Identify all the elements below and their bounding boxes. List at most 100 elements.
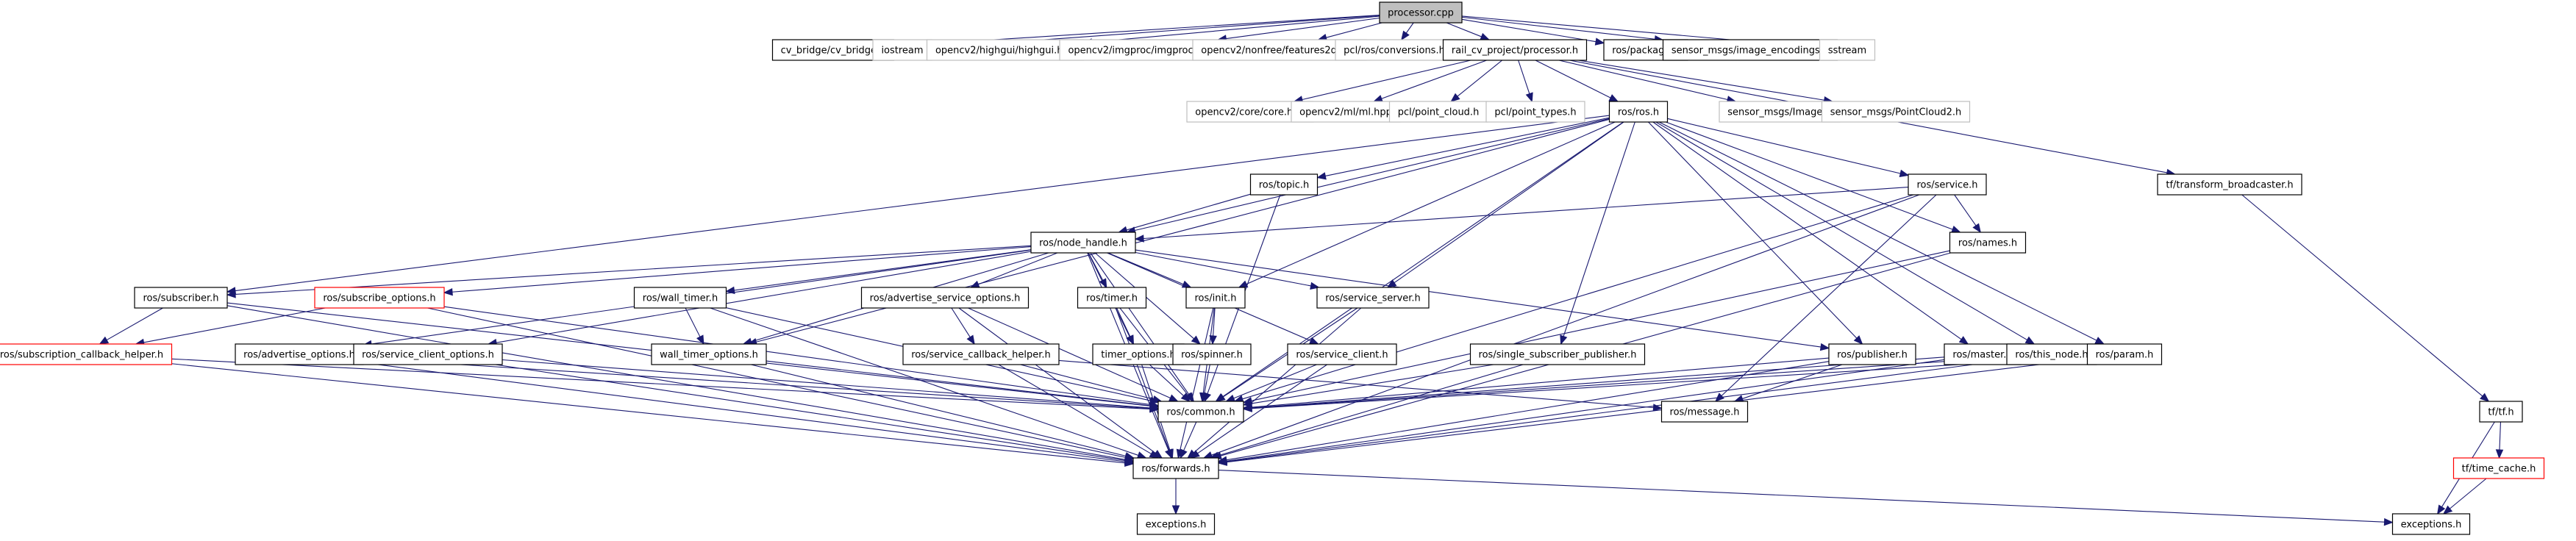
graph-node-sm-image[interactable]: sensor_msgs/Image.h	[1719, 101, 1841, 123]
node-label: ros/param.h	[2096, 350, 2154, 361]
edge-tf-h-to-time-cache	[2495, 421, 2504, 459]
edge-service-to-names	[1954, 194, 1982, 234]
graph-node-init[interactable]: ros/init.h	[1185, 287, 1246, 309]
graph-node-adv-srv-opts[interactable]: ros/advertise_service_options.h	[860, 287, 1030, 309]
node-box	[1132, 457, 1219, 479]
nodes-layer: processor.cppcv_bridge/cv_bridge.hiostre…	[0, 1, 2545, 535]
node-box	[1442, 39, 1588, 61]
edge-srv-client-opts-to-common	[502, 359, 1160, 412]
node-box	[1660, 401, 1749, 423]
arrowhead-icon	[1225, 394, 1236, 402]
node-label: opencv2/highgui/highgui.hpp	[935, 46, 1075, 57]
graph-node-srv-server[interactable]: ros/service_server.h	[1316, 287, 1430, 309]
node-box	[1030, 232, 1136, 254]
node-label: ros/topic.h	[1259, 180, 1310, 191]
arrowhead-icon	[1166, 448, 1174, 459]
edge-service-to-forwards	[1202, 194, 1920, 459]
graph-node-tf-bcast[interactable]: tf/transform_broadcaster.h	[2157, 173, 2302, 196]
edge-srv-client-opts-to-forwards	[495, 364, 1135, 465]
edge-processor-cpp-to-package	[1461, 18, 1605, 46]
graph-node-spinner[interactable]: ros/spinner.h	[1172, 343, 1252, 365]
arrowhead-icon	[226, 290, 236, 298]
graph-node-ros-h[interactable]: ros/ros.h	[1608, 101, 1669, 123]
graph-node-service[interactable]: ros/service.h	[1908, 173, 1987, 196]
graph-node-topic[interactable]: ros/topic.h	[1249, 173, 1319, 196]
graph-node-time-cache[interactable]: tf/time_cache.h	[2452, 457, 2545, 479]
edge-topic-to-node-handle	[1118, 193, 1251, 234]
graph-node-srv-cb-helper[interactable]: ros/service_callback_helper.h	[902, 343, 1060, 365]
node-label: sensor_msgs/PointCloud2.h	[1830, 107, 1961, 118]
arrowhead-icon	[1209, 335, 1217, 345]
graph-node-message[interactable]: ros/message.h	[1660, 401, 1749, 423]
edge-ros-h-to-wall-timer-opts	[747, 118, 1610, 346]
graph-node-this-node[interactable]: ros/this_node.h	[2006, 343, 2097, 365]
edge-ros-h-to-init	[1238, 121, 1616, 288]
node-label: pcl/ros/conversions.h	[1344, 46, 1445, 57]
graph-node-sub-opts[interactable]: ros/subscribe_options.h	[314, 287, 445, 309]
edge-srv-cb-helper-to-common	[1020, 364, 1163, 404]
node-label: timer_options.h	[1101, 350, 1175, 361]
graph-node-pcl-conv[interactable]: pcl/ros/conversions.h	[1335, 39, 1454, 61]
graph-node-subscriber[interactable]: ros/subscriber.h	[134, 287, 228, 309]
graph-node-timer[interactable]: ros/timer.h	[1077, 287, 1147, 309]
edge-forwards-to-exceptions-tf	[1218, 470, 2394, 526]
node-label: ros/publisher.h	[1837, 350, 1908, 361]
node-label: ros/subscriber.h	[143, 293, 218, 304]
graph-node-param[interactable]: ros/param.h	[2086, 343, 2163, 365]
graph-node-wall-timer[interactable]: ros/wall_timer.h	[633, 287, 727, 309]
node-label: pcl/point_types.h	[1494, 107, 1576, 118]
edge-common-to-forwards	[1180, 421, 1197, 459]
graph-node-point-cloud[interactable]: pcl/point_cloud.h	[1388, 101, 1488, 123]
graph-node-timer-opts[interactable]: timer_options.h	[1092, 343, 1185, 365]
graph-node-srv-client-opts[interactable]: ros/service_client_options.h	[353, 343, 503, 365]
graph-node-adv-opts[interactable]: ros/advertise_options.h	[235, 343, 364, 365]
graph-node-exceptions-tf[interactable]: exceptions.h	[2391, 513, 2471, 535]
node-box	[0, 343, 173, 365]
node-box	[1908, 173, 1987, 196]
node-label: ros/single_subscriber_publisher.h	[1479, 350, 1637, 361]
node-box	[1828, 343, 1916, 365]
graph-node-sub-cb-helper[interactable]: ros/subscription_callback_helper.h	[0, 343, 173, 365]
arrowhead-icon	[1899, 169, 1910, 177]
node-label: ros/names.h	[1958, 238, 2017, 249]
graph-node-common[interactable]: ros/common.h	[1157, 401, 1244, 423]
graph-node-point-types[interactable]: pcl/point_types.h	[1485, 101, 1585, 123]
edge-service-to-node-handle	[1134, 187, 1909, 243]
graph-node-forwards[interactable]: ros/forwards.h	[1132, 457, 1219, 479]
edge-timer-opts-to-forwards	[1141, 364, 1174, 459]
graph-node-sm-pc2[interactable]: sensor_msgs/PointCloud2.h	[1821, 101, 1971, 123]
graph-node-tf-h[interactable]: tf/tf.h	[2479, 401, 2523, 423]
arrowhead-icon	[1958, 336, 1969, 345]
graph-node-processor-cpp[interactable]: processor.cpp	[1379, 1, 1463, 24]
graph-node-publisher[interactable]: ros/publisher.h	[1828, 343, 1916, 365]
graph-node-iostream[interactable]: iostream	[872, 39, 932, 61]
edge-spinner-to-common	[1200, 364, 1210, 403]
node-box	[1379, 1, 1463, 24]
node-label: ros/service_callback_helper.h	[911, 350, 1051, 361]
node-box	[1077, 287, 1147, 309]
graph-node-srv-client[interactable]: ros/service_client.h	[1287, 343, 1397, 365]
graph-node-ml[interactable]: opencv2/ml/ml.hpp	[1291, 101, 1401, 123]
graph-node-processor-h[interactable]: rail_cv_project/processor.h	[1442, 39, 1588, 61]
arrowhead-icon	[1217, 458, 1228, 466]
graph-node-img-enc[interactable]: sensor_msgs/image_encodings.h	[1662, 39, 1838, 61]
graph-node-sstream[interactable]: sstream	[1819, 39, 1876, 61]
graph-node-names[interactable]: ros/names.h	[1949, 232, 2027, 254]
graph-node-single-sub-pub[interactable]: ros/single_subscriber_publisher.h	[1469, 343, 1646, 365]
graph-node-exceptions-ros[interactable]: exceptions.h	[1136, 513, 1216, 535]
edge-processor-h-to-point-types	[1518, 60, 1533, 103]
node-box	[1172, 343, 1252, 365]
node-label: ros/subscription_callback_helper.h	[0, 350, 163, 361]
edge-processor-h-to-ml	[1373, 60, 1487, 102]
arrowhead-icon	[1819, 343, 1830, 351]
edge-adv-srv-opts-to-forwards	[958, 307, 1163, 459]
node-box	[1608, 101, 1669, 123]
graph-node-wall-timer-opts[interactable]: wall_timer_options.h	[651, 343, 767, 365]
node-box	[1249, 173, 1319, 196]
node-label: ros/init.h	[1194, 293, 1236, 304]
edge-processor-cpp-to-img-enc	[1461, 16, 1664, 43]
node-box	[2157, 173, 2302, 196]
edge-ros-h-to-subscriber	[226, 115, 1610, 295]
graph-node-node-handle[interactable]: ros/node_handle.h	[1030, 232, 1136, 254]
